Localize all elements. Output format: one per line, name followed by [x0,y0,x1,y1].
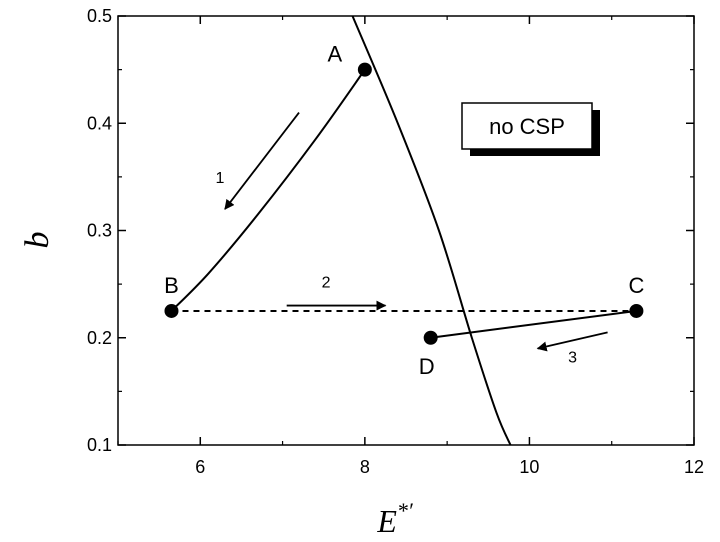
arrow-label-2: 2 [322,275,331,292]
x-axis-title: E*′ [376,498,414,539]
x-tick-label: 10 [519,457,539,477]
x-tick-label: 8 [360,457,370,477]
y-tick-label: 0.1 [87,435,112,455]
path-1 [170,69,366,312]
point-label-D: D [419,354,435,379]
arrow-label-3: 3 [568,349,577,366]
x-axis-title-sup: *′ [397,498,414,523]
x-tick-label: 12 [684,457,704,477]
axis-ticks [117,15,695,446]
x-tick-label: 6 [195,457,205,477]
y-tick-label: 0.3 [87,221,112,241]
annotation-box: no CSP [461,102,600,156]
point-label-C: C [628,273,644,298]
arrow-label-1: 1 [216,170,225,187]
boundary-curve [351,15,512,446]
series-group [170,15,637,446]
annotation-box-text: no CSP [489,114,565,139]
y-tick-label: 0.2 [87,328,112,348]
annotation-box-frame [461,102,593,150]
svg-text:E*′: E*′ [376,498,414,539]
points-group: A B C D [164,42,644,379]
y-axis-title: b [19,232,56,249]
arrow-3 [536,331,608,352]
arrow-1 [224,111,300,210]
point-label-A: A [328,42,343,67]
plot-frame [117,15,695,446]
path-3 [430,309,637,339]
y-tick-label: 0.5 [87,6,112,26]
point-label-B: B [164,273,179,298]
arrows-group: 1 2 3 [216,111,608,366]
y-tick-label: 0.4 [87,113,112,133]
point-B [164,303,179,318]
x-axis-title-main: E [376,503,397,539]
point-D [423,330,438,345]
point-A [357,62,372,77]
point-C [629,303,644,318]
